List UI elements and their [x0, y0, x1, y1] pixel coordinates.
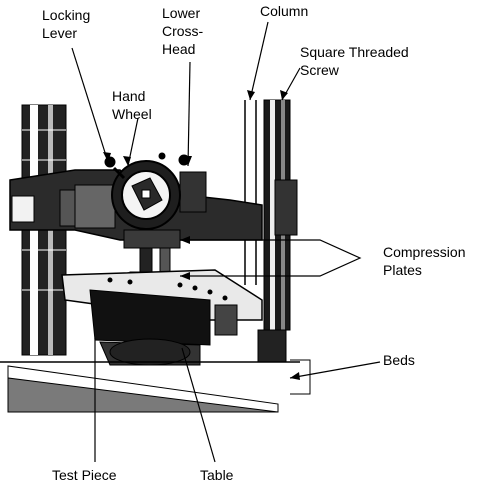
pointer-lower-cross-head — [187, 61, 191, 167]
label-square-threaded-screw: Square Threaded Screw — [300, 44, 413, 78]
label-lower-cross-head: Lower Cross- Head — [162, 5, 207, 57]
label-column: Column — [260, 3, 308, 19]
pointer-locking-lever — [71, 47, 109, 163]
bed-base — [0, 361, 300, 413]
label-table: Table — [200, 467, 234, 483]
machine-illustration — [0, 99, 300, 413]
label-compression-plates: Compression Plates — [383, 244, 469, 278]
pointer-beds — [289, 361, 381, 379]
square-threaded-screw-body — [257, 99, 298, 363]
pointer-compression-plates — [180, 239, 362, 277]
label-locking-lever: Locking Lever — [42, 7, 94, 41]
hand-wheel-body — [104, 152, 190, 230]
label-beds: Beds — [383, 352, 415, 368]
label-test-piece: Test Piece — [52, 467, 117, 483]
labels: Locking Lever Lower Cross- Head Column S… — [42, 3, 469, 483]
pointer-column — [249, 21, 269, 101]
right-column — [244, 100, 257, 285]
label-hand-wheel: Hand Wheel — [112, 88, 152, 122]
table-body — [61, 269, 263, 366]
arrow-heads — [103, 90, 300, 380]
pointer-table — [181, 347, 216, 463]
